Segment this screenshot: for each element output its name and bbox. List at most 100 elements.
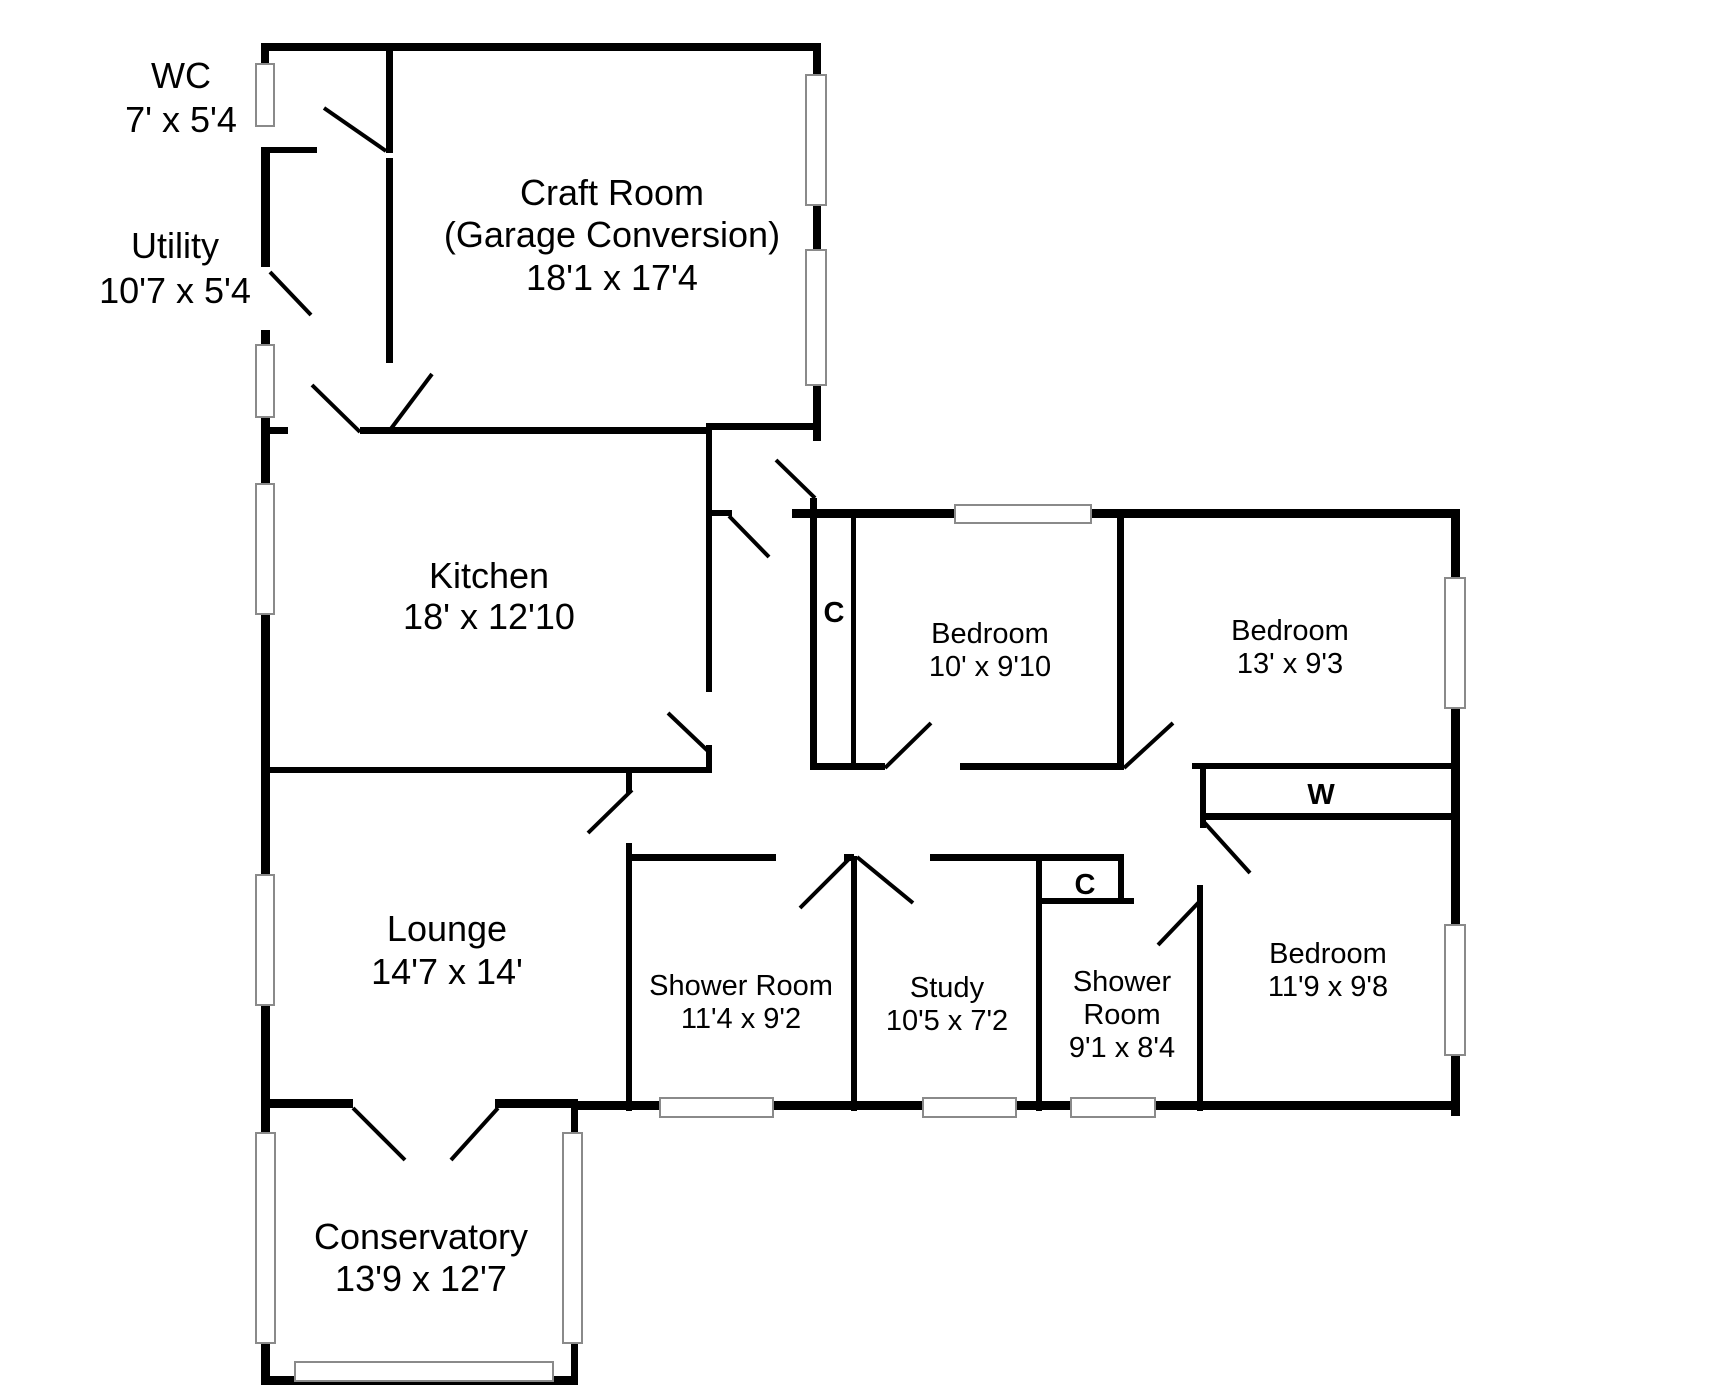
window-conservatory-right [562, 1132, 583, 1344]
door-wc [322, 106, 388, 153]
window-lounge [255, 874, 275, 1006]
utility-name: Utility [131, 225, 219, 266]
door-conservatory-left [351, 1106, 407, 1162]
wc-name: WC [151, 55, 211, 96]
window-kitchen [255, 483, 275, 615]
bedroom-1-name: Bedroom [931, 618, 1049, 650]
door-bedroom2 [1122, 721, 1175, 770]
wall-kitchen-lounge [261, 767, 712, 773]
door-shower1 [798, 855, 853, 910]
window-study [922, 1097, 1017, 1118]
wall-bedroom1-2 [1117, 518, 1124, 770]
door-shower2 [1156, 898, 1203, 947]
shower-room-1-size: 11'4 x 9'2 [681, 1003, 801, 1035]
lounge-name: Lounge [387, 908, 507, 949]
wall-bedroom-top [792, 509, 1460, 518]
window-wc [255, 63, 275, 127]
wc-size: 7' x 5'4 [125, 99, 237, 140]
wall-wardrobe-left [1200, 763, 1206, 828]
door-lounge [586, 788, 634, 835]
bedroom-2-size: 13' x 9'3 [1237, 648, 1343, 680]
bedroom-3-size: 11'9 x 9'8 [1268, 971, 1388, 1003]
wall-shower2-bedroom3 [1197, 885, 1203, 1111]
wall-top-craft [261, 43, 820, 51]
wall-utility-craft [386, 158, 393, 363]
bedroom-3-name: Bedroom [1269, 938, 1387, 970]
wall-wardrobe-bottom [1200, 813, 1460, 820]
wall-cupboard-bottom [810, 763, 885, 770]
wall-craft-bottom-right [706, 423, 815, 430]
kitchen-size: 18' x 12'10 [403, 596, 575, 637]
shower-room-2-name-line2: Room [1083, 999, 1160, 1031]
window-bedroom3 [1444, 924, 1466, 1056]
window-bedroom1 [954, 504, 1092, 524]
wall-wc-utility [261, 147, 317, 153]
wall-wardrobe-stub [1192, 763, 1206, 769]
wall-study-shower2 [1036, 856, 1042, 1111]
wall-kitchen-right-lower [706, 745, 712, 772]
wall-shower1-top [626, 854, 776, 861]
wall-wc-craft-upper [386, 43, 393, 153]
conservatory-size: 13'9 x 12'7 [335, 1258, 507, 1299]
window-shower1 [659, 1097, 774, 1118]
shower-room-1-name: Shower Room [649, 970, 833, 1002]
cupboard-2-marker: C [1075, 869, 1096, 901]
craft-room-size: 18'1 x 17'4 [526, 257, 698, 298]
door-utility-external [268, 270, 313, 317]
wall-conservatory-top-right [495, 1099, 577, 1108]
study-size: 10'5 x 7'2 [886, 1005, 1008, 1037]
wall-right-craft [813, 43, 821, 441]
wall-left-utility [261, 147, 270, 267]
wall-lounge-stub [626, 773, 632, 793]
shower-room-2-name-line1: Shower [1073, 966, 1172, 998]
bedroom-1-size: 10' x 9'10 [929, 651, 1051, 683]
window-bedroom2 [1444, 577, 1466, 709]
door-utility-kitchen [310, 383, 362, 434]
wall-craft-bottom [360, 427, 709, 434]
room-labels: WC 7' x 5'4 Utility 10'7 x 5'4 Craft Roo… [99, 55, 1388, 1299]
wall-study-top [930, 854, 1122, 861]
door-external-side [774, 458, 817, 500]
door-study [855, 855, 915, 905]
door-bedroom1 [883, 721, 933, 770]
wall-conservatory-top-left [261, 1099, 353, 1108]
window-craft-lower [805, 249, 827, 386]
cupboard-1-marker: C [824, 597, 845, 629]
wall-lounge-shower1 [626, 843, 632, 1111]
doors [268, 106, 1252, 1162]
craft-room-name: Craft Room [520, 172, 704, 213]
door-conservatory-right [449, 1106, 500, 1162]
bedroom-2-name: Bedroom [1231, 615, 1349, 647]
windows [255, 63, 1466, 1382]
wall-bedroom-right [1451, 509, 1460, 1116]
conservatory-name: Conservatory [314, 1216, 528, 1257]
shower-room-2-size: 9'1 x 8'4 [1069, 1032, 1175, 1064]
wall-cupboard2-right [1118, 854, 1124, 904]
study-name: Study [910, 972, 985, 1004]
door-craft [388, 372, 434, 432]
window-craft-upper [805, 74, 827, 206]
door-kitchen-hall [727, 514, 771, 559]
wall-kitchen-stub [706, 510, 732, 516]
door-kitchen-lower [666, 711, 711, 754]
window-utility [255, 344, 275, 418]
wall-wardrobe-top [1192, 763, 1460, 769]
kitchen-name: Kitchen [429, 555, 549, 596]
wardrobe-marker: W [1307, 779, 1335, 811]
window-shower2 [1070, 1097, 1156, 1118]
wall-cupboard-right [851, 518, 856, 770]
wall-cupboard2-bottom [1036, 898, 1134, 904]
utility-size: 10'7 x 5'4 [99, 270, 251, 311]
wall-bedroom1-bottom [960, 763, 1120, 770]
wall-kitchen-right [706, 427, 712, 692]
walls [261, 43, 1460, 1385]
door-bedroom3 [1201, 819, 1252, 875]
window-conservatory-left [255, 1132, 276, 1344]
craft-room-note: (Garage Conversion) [444, 214, 780, 255]
window-conservatory-bottom [294, 1361, 554, 1382]
wall-stub-left [261, 427, 288, 434]
wall-shower1-study [851, 856, 857, 1111]
wall-cupboard-left [810, 498, 817, 770]
lounge-size: 14'7 x 14' [371, 951, 523, 992]
